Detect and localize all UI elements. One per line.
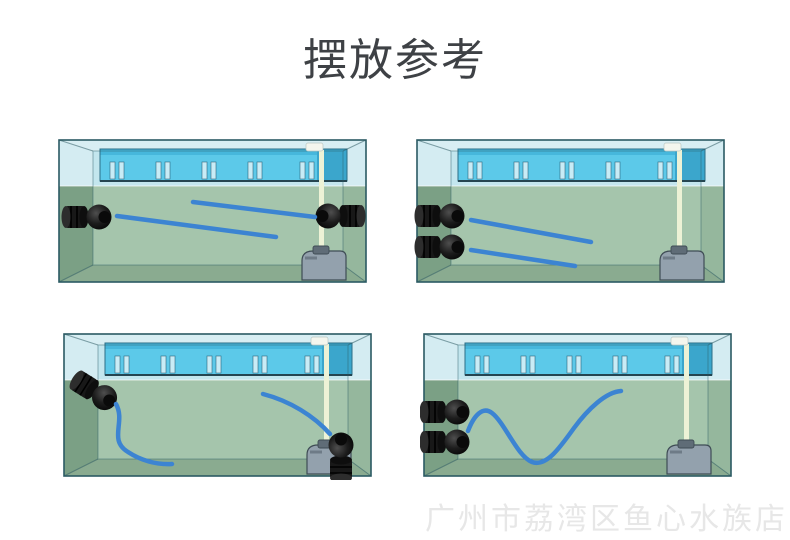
overflow-trough [99,148,348,182]
page-title: 摆放参考 [303,36,487,85]
store-watermark: 广州市荔湾区鱼心水族店 [425,503,788,536]
tube-elbow [670,336,689,346]
tank-diagram-top-left [55,136,370,286]
wavemaker-pump-icon [420,399,470,425]
flow-line [468,247,578,269]
tank-top-rim [417,140,724,151]
return-tube [319,150,324,250]
tank-diagram-bottom-left [60,330,375,480]
return-pump [659,142,705,281]
tube-elbow [310,336,329,346]
tank-diagram-top-right [413,136,728,286]
tank-diagram-bottom-left [63,333,372,480]
wavemaker-pump-icon [414,234,465,260]
overflow-trough [104,342,353,376]
wavemaker-pump-icon [61,204,112,230]
water-body [59,185,366,282]
tank-diagram-top-right [414,139,725,283]
flow-line [114,213,279,240]
overflow-trough [457,148,706,182]
tank-diagram-bottom-right [420,330,735,480]
tube-elbow [305,142,324,152]
overflow-trough [464,342,713,376]
flow-line [190,199,318,220]
tank-diagram-top-left [58,139,367,283]
tank-top-rim [59,140,366,151]
wavemaker-pump-icon [315,203,366,229]
flow-line [113,401,175,467]
tank-top-rim [64,334,371,345]
return-tube [684,344,689,444]
tube-elbow [663,142,682,152]
wavemaker-pump-icon [420,429,470,455]
tank-diagram-bottom-right [420,333,732,477]
flow-line [260,391,333,437]
tank-top-rim [424,334,731,345]
wavemaker-pump-icon [69,370,118,411]
flow-line [465,388,624,466]
wavemaker-pump-icon [328,432,354,480]
return-tube [324,344,329,444]
flow-line [468,217,594,245]
wavemaker-pump-icon [414,203,465,229]
return-tube [677,150,682,250]
return-pump [666,336,712,475]
return-pump [301,142,347,281]
